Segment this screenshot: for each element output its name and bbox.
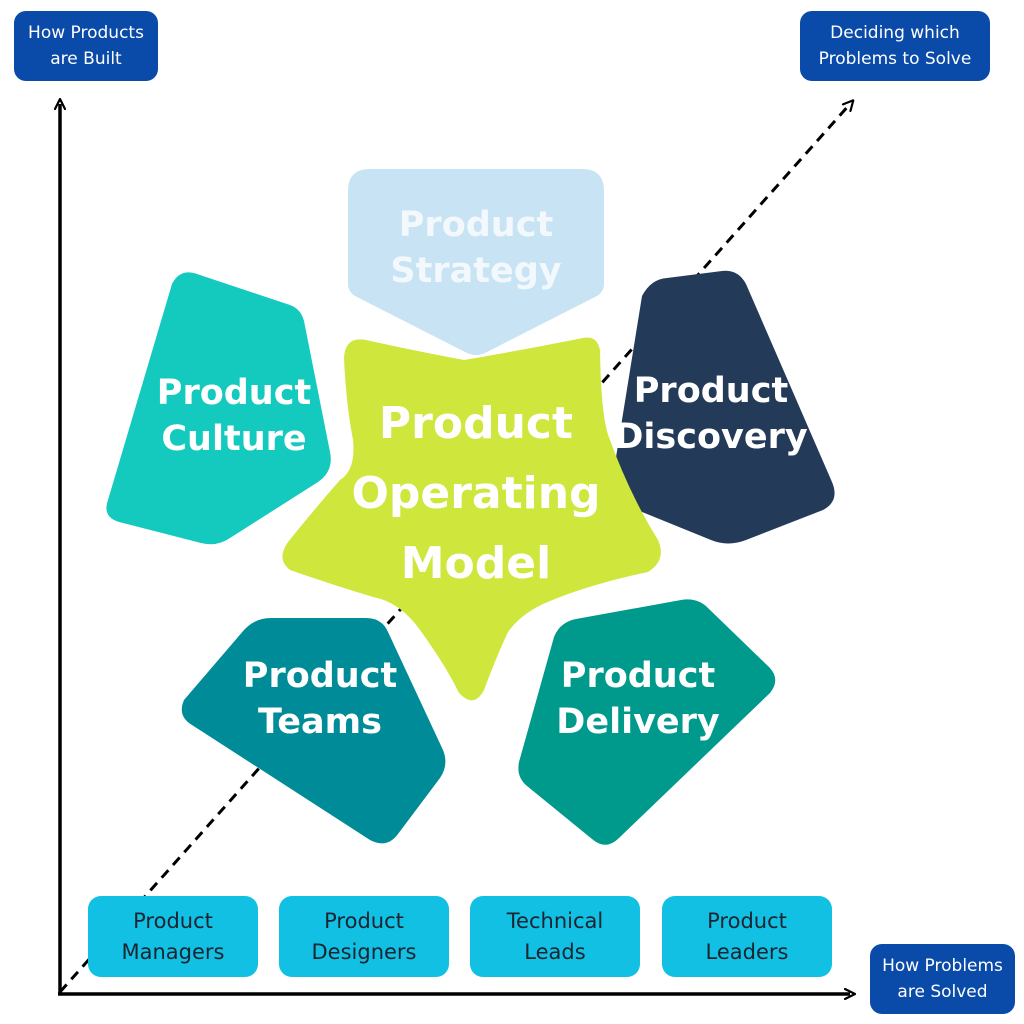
role-technical-leads: Technical Leads [470, 896, 640, 977]
role-product-designers: Product Designers [279, 896, 449, 977]
pillar-culture-shape [106, 272, 331, 545]
role-product-leaders: Product Leaders [662, 896, 832, 977]
pillar-discovery-label: Product Discovery [614, 371, 808, 457]
pillar-strategy-label: Product Strategy [390, 205, 562, 291]
role-product-managers: Product Managers [88, 896, 258, 977]
center-star-shape [282, 337, 661, 701]
pillar-delivery-shape [518, 599, 776, 845]
y-axis-label-box: How Products are Built [14, 11, 158, 81]
pillar-delivery-label: Product Delivery [556, 656, 720, 742]
pillar-culture-label: Product Culture [156, 373, 312, 459]
center-label: Product Operating Model [351, 398, 601, 589]
pillar-discovery-shape [611, 270, 835, 544]
pillar-strategy-shape [348, 169, 604, 355]
diagonal-dashed-arrow [58, 104, 850, 993]
x-axis-label-box: How Problems are Solved [870, 944, 1015, 1014]
pillar-teams-label: Product Teams [242, 656, 398, 742]
pillar-teams-shape [181, 618, 446, 844]
diagonal-label-box: Deciding which Problems to Solve [800, 11, 990, 81]
